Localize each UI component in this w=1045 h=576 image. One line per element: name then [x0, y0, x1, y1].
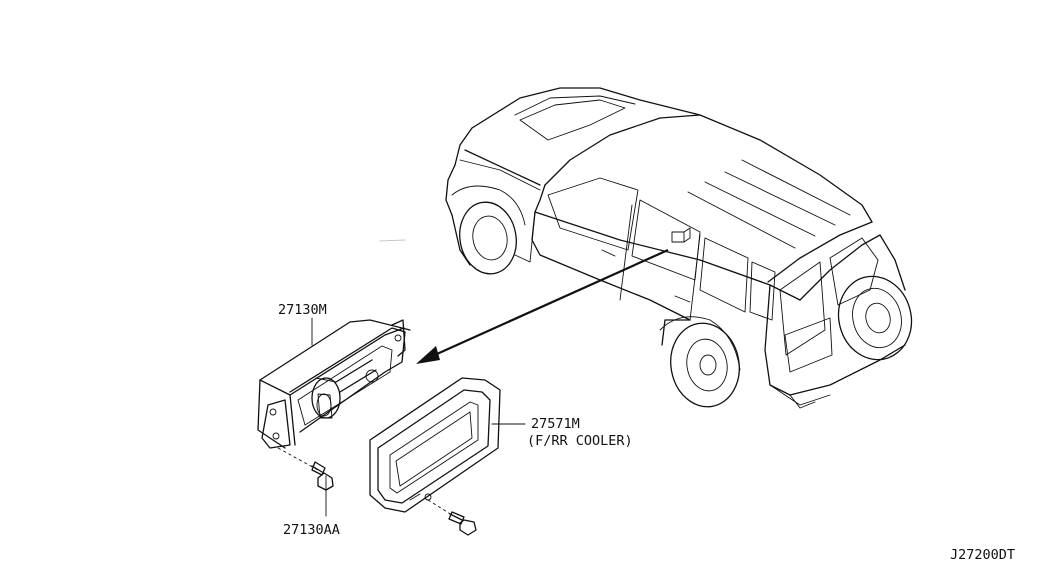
diagram-code: J27200DT — [950, 547, 1015, 563]
part-label-2: 27571M (F/RR COOLER) — [491, 416, 633, 449]
part-number-27130aa: 27130AA — [283, 522, 340, 538]
part-note-27571m: (F/RR COOLER) — [527, 433, 633, 449]
part-label-1: 27130M — [278, 302, 327, 346]
finisher-panel — [369, 377, 501, 513]
screw-finisher — [427, 499, 477, 536]
part-number-27130m: 27130M — [278, 302, 327, 318]
vehicle-illustration — [379, 87, 913, 409]
screw-27130aa — [277, 447, 334, 491]
part-label-3: 27130AA — [283, 489, 340, 538]
switch-assembly — [257, 319, 411, 449]
location-arrow — [416, 248, 669, 364]
part-number-27571m: 27571M — [531, 416, 580, 432]
